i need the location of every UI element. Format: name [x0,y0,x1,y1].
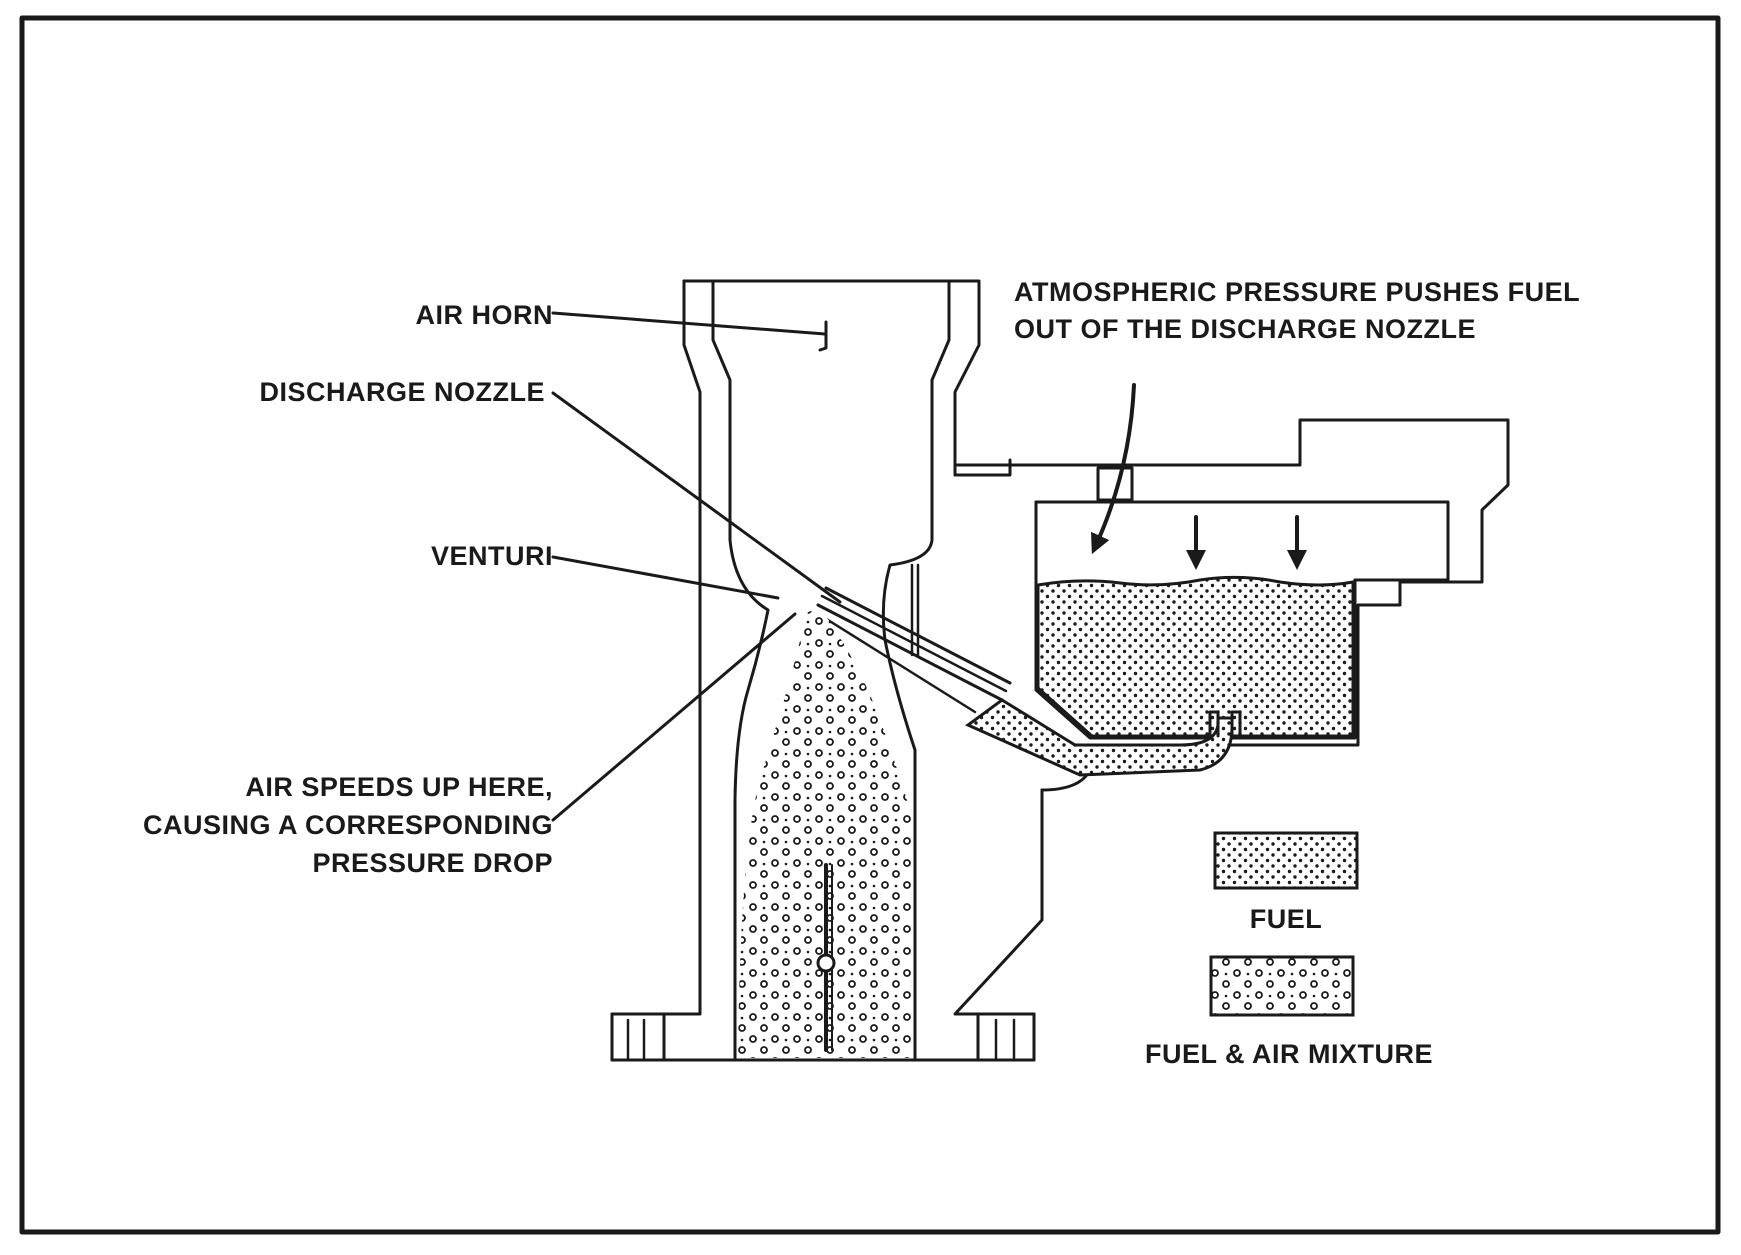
legend-mixture-label: FUEL & AIR MIXTURE [1145,1039,1433,1069]
air-speed-label-line1: AIR SPEEDS UP HERE, [245,772,553,802]
air-horn-label: AIR HORN [416,300,554,330]
discharge-nozzle-tube [816,586,1012,714]
atmospheric-label-line1: ATMOSPHERIC PRESSURE PUSHES FUEL [1014,277,1580,307]
legend-fuel-label: FUEL [1250,904,1323,934]
legend-fuel-swatch [1213,831,1359,890]
legend-mixture-swatch [1209,955,1355,1017]
legend: FUEL FUEL & AIR MIXTURE [1145,831,1433,1069]
throat-body [610,279,1044,1062]
outer-frame [19,15,1721,1235]
fuel-passage [965,698,1242,777]
air-speed-label-line3: PRESSURE DROP [312,848,553,878]
fuel-in-bowl [1036,575,1355,738]
throttle-plate [816,863,836,1052]
venturi-label: VENTURI [431,541,553,571]
air-speed-label-line2: CAUSING A CORRESPONDING [143,810,553,840]
discharge-nozzle-label: DISCHARGE NOZZLE [259,377,545,407]
pressure-arrows [1091,383,1307,570]
atmospheric-label-line2: OUT OF THE DISCHARGE NOZZLE [1014,314,1476,344]
mixture-spray [738,608,913,1058]
leader-lines [551,311,842,822]
